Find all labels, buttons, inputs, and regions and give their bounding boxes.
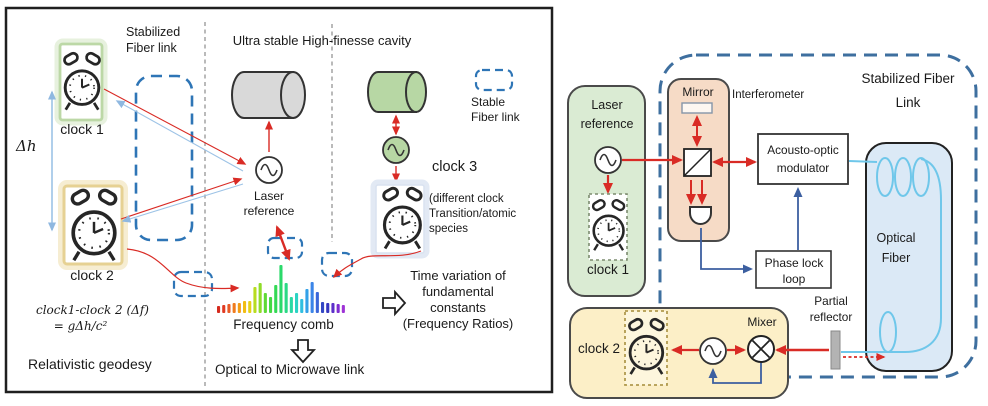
- comb-bar: [295, 293, 299, 313]
- comb-bar: [269, 297, 273, 313]
- stabilized-fiber-link-dashed-box: [134, 74, 194, 242]
- detector-to-pll-line: [700, 228, 753, 274]
- comb-bar: [217, 306, 221, 313]
- comb-bar: [237, 303, 241, 313]
- laser-reference-box: [567, 85, 646, 297]
- aom-label: Acousto-optic modulator: [767, 143, 839, 175]
- optical-microwave-label: Optical to Microwave link: [215, 362, 365, 377]
- comb-bar: [336, 304, 340, 313]
- aom-to-fiber-line: [848, 160, 878, 163]
- comb-bar: [284, 283, 288, 313]
- comb-bar: [232, 303, 236, 313]
- clock1-label: clock 1: [60, 121, 104, 137]
- comb-bar: [222, 305, 226, 313]
- frequency-comb: [217, 265, 345, 313]
- comb-bar: [263, 293, 267, 313]
- mixer-element: [747, 335, 775, 363]
- laser-reference-label-right: Laser reference: [580, 98, 634, 132]
- phase-lock-loop-label: Phase lock loop: [764, 256, 824, 287]
- left-panel: [4, 6, 554, 394]
- stable-fiber-link-label: Stable Fiber link: [471, 95, 520, 124]
- high-finesse-cavity-green: [367, 71, 427, 113]
- fiber-strand: [841, 158, 942, 353]
- comb-bar: [315, 292, 319, 313]
- clock1-label-right: clock 1: [586, 262, 630, 277]
- stabilized-fiber-link-title: Stabilized Fiber Link: [861, 71, 955, 111]
- comb-link-dashed-box-left: [172, 270, 214, 298]
- high-finesse-cavity-gray: [231, 71, 306, 119]
- optical-fiber-box: [841, 142, 953, 372]
- right-panel: [567, 53, 978, 399]
- relativistic-geodesy-label: Relativistic geodesy: [28, 356, 152, 372]
- aom-box: [757, 133, 849, 185]
- cavity-title: Ultra stable High-finesse cavity: [232, 33, 412, 48]
- right-hollow-arrow-icon: [382, 289, 407, 317]
- time-variation-label: Time variation of fundamental constants …: [402, 268, 514, 331]
- interferometer-label: Interferometer: [732, 89, 805, 101]
- comb-bar: [300, 299, 304, 313]
- clock3-box: [370, 179, 430, 259]
- clock2-to-comb-link: [126, 248, 240, 293]
- comb-bar: [274, 285, 278, 313]
- comb-bar: [310, 282, 314, 313]
- comb-bar: [243, 301, 247, 313]
- mixer-label: Mixer: [747, 315, 777, 329]
- clock2-remote-box: [569, 307, 789, 399]
- laser-reference-label: Laser reference: [243, 189, 295, 218]
- local-oscillator-icon: [699, 337, 727, 365]
- comb-bar: [321, 302, 325, 313]
- beam-splitter: [683, 148, 712, 177]
- clock2-label-right: clock 2: [578, 341, 621, 356]
- frequency-comb-label: Frequency comb: [233, 317, 334, 332]
- photodetector: [689, 206, 712, 225]
- comb-bar: [341, 305, 345, 313]
- comb-bar: [305, 289, 309, 313]
- comb-bar: [248, 301, 252, 313]
- laser-oscillator-icon: [594, 146, 622, 174]
- clock2-box: [58, 180, 128, 270]
- comb-bar: [227, 304, 231, 313]
- comb-laser-double-arrow: [275, 225, 291, 261]
- down-hollow-arrow-icon: [289, 339, 317, 364]
- comb-bar: [289, 297, 293, 313]
- phase-lock-loop-box: [755, 250, 832, 289]
- comb-bar: [331, 303, 335, 313]
- stabilized-fiber-link-label: Stabilized Fiber link: [126, 25, 181, 55]
- partial-reflector-label: Partial reflector: [809, 294, 853, 324]
- formula-line2: = gΔh/c²: [53, 319, 108, 333]
- mirror-element: [681, 102, 713, 114]
- clock3-to-comb-link: [332, 250, 422, 279]
- laser-reference-oscillator-icon: [255, 156, 283, 184]
- partial-reflector-element: [830, 330, 841, 370]
- mixer-feedback-line: [708, 363, 762, 384]
- clock3-oscillator-icon: [382, 136, 410, 164]
- comb-bar: [258, 283, 262, 313]
- clock1-box: [54, 38, 108, 126]
- clock-laser-links: [103, 88, 247, 223]
- clock3-label: clock 3: [432, 159, 478, 175]
- clock3-note: (different clock Transition/atomic speci…: [429, 193, 517, 236]
- comb-bar: [253, 287, 257, 313]
- comb-bar: [326, 303, 330, 313]
- comb-bar: [279, 265, 283, 313]
- stabilized-fiber-link-outline: [658, 53, 978, 379]
- formula-line1: clock1-clock 2 (Δf): [36, 303, 149, 317]
- clock2-label: clock 2: [70, 267, 114, 283]
- delta-h-label: Δh: [16, 137, 37, 155]
- optical-fiber-label: Optical Fiber: [876, 231, 916, 265]
- mirror-label: Mirror: [682, 85, 714, 99]
